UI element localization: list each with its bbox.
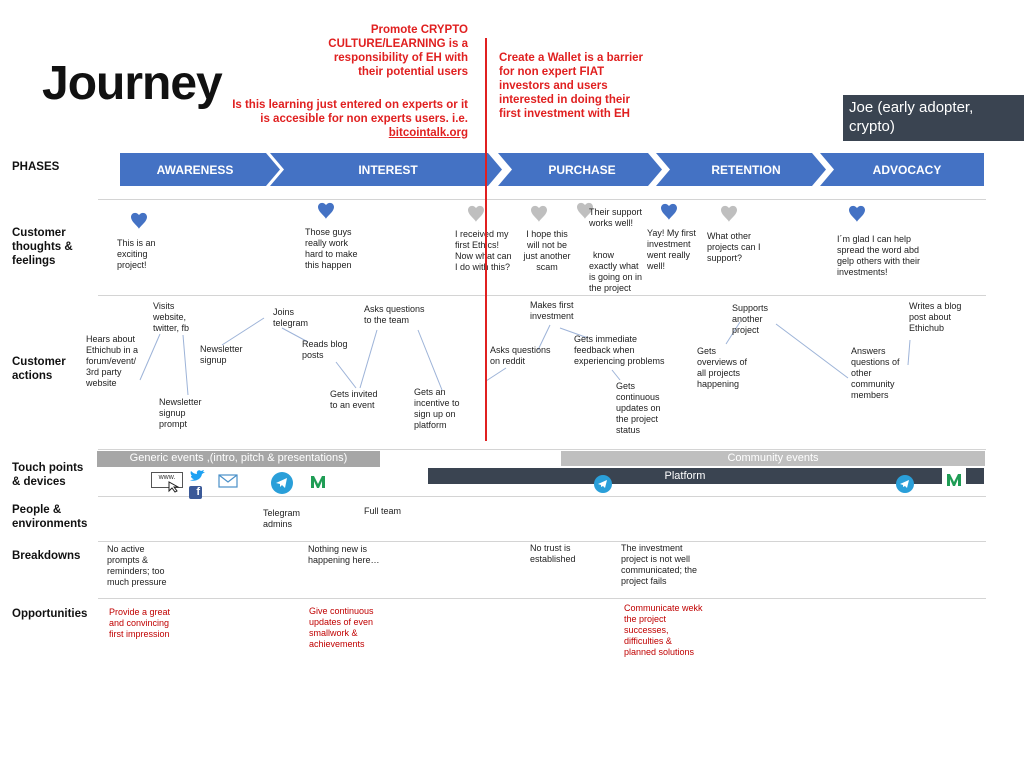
annotation-learning-question: Is this learning just entered on experts… xyxy=(200,98,468,140)
row-divider xyxy=(98,496,986,497)
bitcointalk-link[interactable]: bitcointalk.org xyxy=(388,127,468,139)
phase-interest: INTEREST xyxy=(358,162,418,177)
hearts-layer xyxy=(131,202,865,229)
page-title: Journey xyxy=(42,57,223,110)
heart-grey-icon xyxy=(721,205,737,222)
phase-chevron-interest xyxy=(270,153,502,186)
phase-chevron-advocacy xyxy=(820,153,984,186)
telegram-icon xyxy=(896,475,914,493)
phase-awareness: AWARENESS xyxy=(156,162,234,177)
people-full-team: Full team xyxy=(364,506,402,516)
phase-chevron-purchase xyxy=(498,153,662,186)
bar-platform: Platform xyxy=(428,468,942,484)
phase-chevron-retention xyxy=(656,153,826,186)
heart-blue-icon xyxy=(131,212,147,229)
heart-grey-icon xyxy=(468,205,484,222)
heart-blue-icon xyxy=(318,202,334,219)
phase-purchase: PURCHASE xyxy=(548,162,616,177)
row-label-breakdowns: Breakdowns xyxy=(12,550,81,562)
row-divider xyxy=(98,199,986,200)
wallet-barrier-line xyxy=(485,38,487,441)
bar-community-events: Community events xyxy=(561,451,985,466)
row-divider xyxy=(98,295,986,296)
medium-icon xyxy=(311,476,325,488)
heart-blue-icon xyxy=(849,205,865,222)
telegram-icon xyxy=(271,472,293,494)
twitter-icon xyxy=(190,470,205,481)
phase-chevrons xyxy=(120,153,984,186)
row-label-touch: Touch points& devices xyxy=(12,462,84,488)
phase-retention: RETENTION xyxy=(711,162,781,177)
heart-grey-icon xyxy=(531,205,547,222)
cursor-icon xyxy=(168,481,180,493)
website-icon-label: www. xyxy=(158,474,176,481)
phase-advocacy: ADVOCACY xyxy=(872,162,942,177)
bar-platform-end xyxy=(966,468,984,484)
phase-chevron-awareness xyxy=(120,153,280,186)
email-icon xyxy=(218,474,238,488)
platform-label: Platform xyxy=(664,470,706,482)
medium-icon xyxy=(947,474,961,486)
row-label-phases: PHASES xyxy=(12,161,60,173)
telegram-icon xyxy=(594,475,612,493)
bar-generic-events: Generic events ,(intro, pitch & presenta… xyxy=(97,451,380,467)
row-divider xyxy=(98,598,986,599)
row-label-people: People &environments xyxy=(12,504,88,530)
row-label-opportunities: Opportunities xyxy=(12,608,88,620)
facebook-icon: f xyxy=(189,486,202,499)
row-divider xyxy=(98,541,986,542)
website-icon: www. xyxy=(151,472,183,488)
row-divider xyxy=(98,449,986,450)
heart-blue-icon xyxy=(661,203,677,220)
persona-box: Joe (early adopter,crypto) xyxy=(843,95,1024,141)
connector-lines xyxy=(139,317,911,396)
